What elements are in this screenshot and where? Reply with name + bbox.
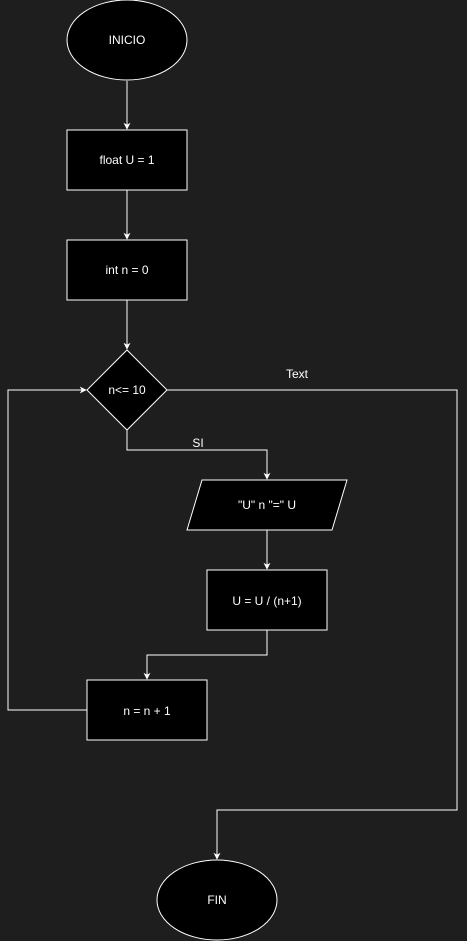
process-init-n-label: int n = 0 <box>105 263 148 277</box>
io-output[interactable] <box>186 479 348 531</box>
process-init-u[interactable] <box>66 129 188 191</box>
end-node-label: FIN <box>207 893 226 907</box>
decision-condition[interactable] <box>86 349 168 431</box>
io-output-label: "U" n "=" U <box>238 498 296 512</box>
edge-label-no: Text <box>286 367 309 381</box>
start-node[interactable] <box>66 0 188 81</box>
process-init-n[interactable] <box>66 239 188 301</box>
edge-condition-yes <box>126 430 271 480</box>
process-update-u[interactable] <box>206 569 328 631</box>
edge-condition-no <box>167 389 458 860</box>
process-increment-n[interactable] <box>86 679 208 741</box>
start-node-label: INICIO <box>109 33 146 47</box>
process-increment-n-label: n = n + 1 <box>123 704 171 718</box>
process-init-u-label: float U = 1 <box>99 153 154 167</box>
edge-update-u-to-increment <box>143 630 268 680</box>
edge-label-yes: SI <box>192 436 203 450</box>
edge-loop-back <box>7 386 87 711</box>
end-node[interactable] <box>156 859 278 941</box>
process-update-u-label: U = U / (n+1) <box>232 594 301 608</box>
decision-condition-label: n<= 10 <box>108 383 146 397</box>
